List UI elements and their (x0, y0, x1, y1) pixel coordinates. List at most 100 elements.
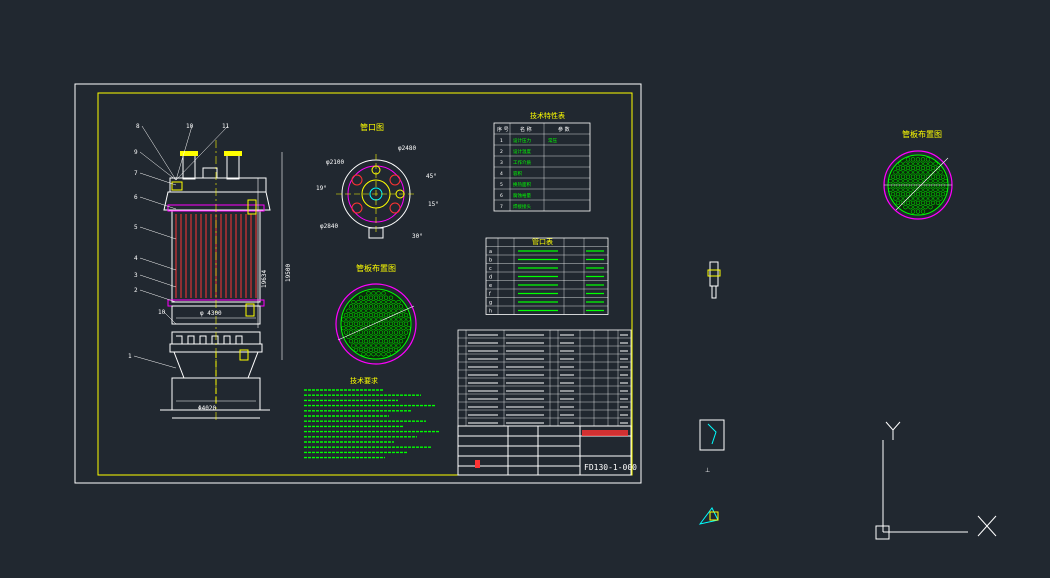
tube-hole (383, 330, 389, 335)
tube-hole (351, 343, 356, 348)
tube-hole (903, 178, 908, 184)
nozzle-row-label: h (489, 309, 492, 315)
tube-hole (925, 157, 931, 162)
top-view-title: 管口图 (360, 122, 384, 132)
part-balloon: 1 (128, 353, 132, 360)
tube-hole (895, 192, 901, 197)
nozzle-row-label: e (489, 283, 492, 289)
tube-hole (908, 187, 913, 192)
tube-hole (900, 183, 906, 188)
tube-hole (910, 157, 916, 162)
tube-hole (378, 304, 384, 309)
spec-header: 序 号 (497, 126, 509, 133)
tube-hole (363, 321, 369, 326)
tube-hole (920, 165, 926, 171)
nozzle-detail (707, 261, 721, 299)
tube-hole (910, 209, 916, 214)
spec-cell: 2 (500, 149, 503, 155)
tube-hole (913, 187, 918, 192)
spec-cell: 设计温度 (513, 148, 531, 155)
tube-hole (363, 347, 369, 353)
tube-hole (366, 317, 371, 322)
balloon-leader (139, 172, 177, 186)
spec-cell: 6 (500, 193, 503, 199)
tube-hole (905, 165, 911, 171)
tube-hole (915, 157, 921, 162)
tube-hole (343, 330, 349, 335)
tube-hole (900, 200, 906, 206)
tube-hole (915, 183, 921, 188)
tube-hole (353, 304, 359, 309)
tube-hole (376, 308, 381, 313)
tube-hole (920, 192, 926, 197)
tube-hole (398, 321, 404, 326)
tube-hole (928, 170, 933, 175)
tube-hole (386, 299, 391, 305)
tube-hole (381, 308, 386, 313)
nozzle-row-label: b (489, 258, 492, 264)
dim-d2480: φ2480 (398, 145, 416, 152)
tube-hole (346, 308, 351, 313)
tube-hole (388, 312, 394, 318)
tube-hole (378, 339, 384, 344)
tube-hole (351, 299, 356, 305)
tube-hole (893, 196, 898, 201)
tube-hole (923, 178, 928, 184)
tube-hole (923, 170, 928, 175)
tube-hole (935, 165, 941, 171)
tube-hole (890, 174, 896, 179)
tube-hole (393, 330, 399, 335)
tube-hole (376, 326, 381, 331)
tube-hole (381, 291, 386, 296)
tube-hole (895, 174, 901, 179)
tube-hole (930, 183, 936, 188)
tube-hole (908, 161, 913, 166)
tube-hole (905, 200, 911, 206)
tube-hole (351, 308, 356, 313)
tube-hole (358, 295, 364, 300)
tube-hole (358, 312, 364, 318)
tube-hole (393, 347, 399, 353)
tube-hole (935, 174, 941, 179)
tube-hole (925, 200, 931, 206)
tube-hole (361, 334, 366, 340)
tube-hole (388, 330, 394, 335)
tube-hole (348, 321, 354, 326)
tube-hole (381, 299, 386, 305)
spec-cell: 1 (500, 138, 503, 144)
tube-hole (366, 334, 371, 340)
tube-hole (383, 304, 389, 309)
tube-hole (343, 312, 349, 318)
tube-hole (923, 205, 928, 210)
tube-hole (378, 321, 384, 326)
tube-hole (940, 192, 946, 197)
tube-hole (908, 205, 913, 210)
spec-cell: 3 (500, 160, 503, 166)
tube-hole (356, 308, 361, 313)
tube-hole (368, 304, 374, 309)
tube-hole (920, 209, 926, 214)
tube-hole (363, 330, 369, 335)
tube-hole (403, 312, 409, 318)
balloon-leader (175, 125, 229, 181)
tube-hole (348, 304, 354, 309)
tube-hole (905, 174, 911, 179)
tube-hole (920, 200, 926, 206)
tube-hole (391, 317, 396, 322)
spec-cell: 容积 (513, 170, 522, 177)
tech-notes (304, 389, 440, 459)
balloon-leader (139, 196, 177, 210)
tube-hole (356, 334, 361, 340)
tube-hole (393, 339, 399, 344)
sheet-border (74, 83, 642, 484)
tube-hole (373, 295, 379, 300)
tube-hole (381, 326, 386, 331)
spec-cell: 4 (500, 171, 503, 177)
tube-hole (935, 192, 941, 197)
tube-hole (915, 174, 921, 179)
tube-hole (903, 161, 908, 166)
balloon-leader (139, 274, 177, 288)
tube-hole (368, 347, 374, 353)
tube-hole (895, 165, 901, 171)
